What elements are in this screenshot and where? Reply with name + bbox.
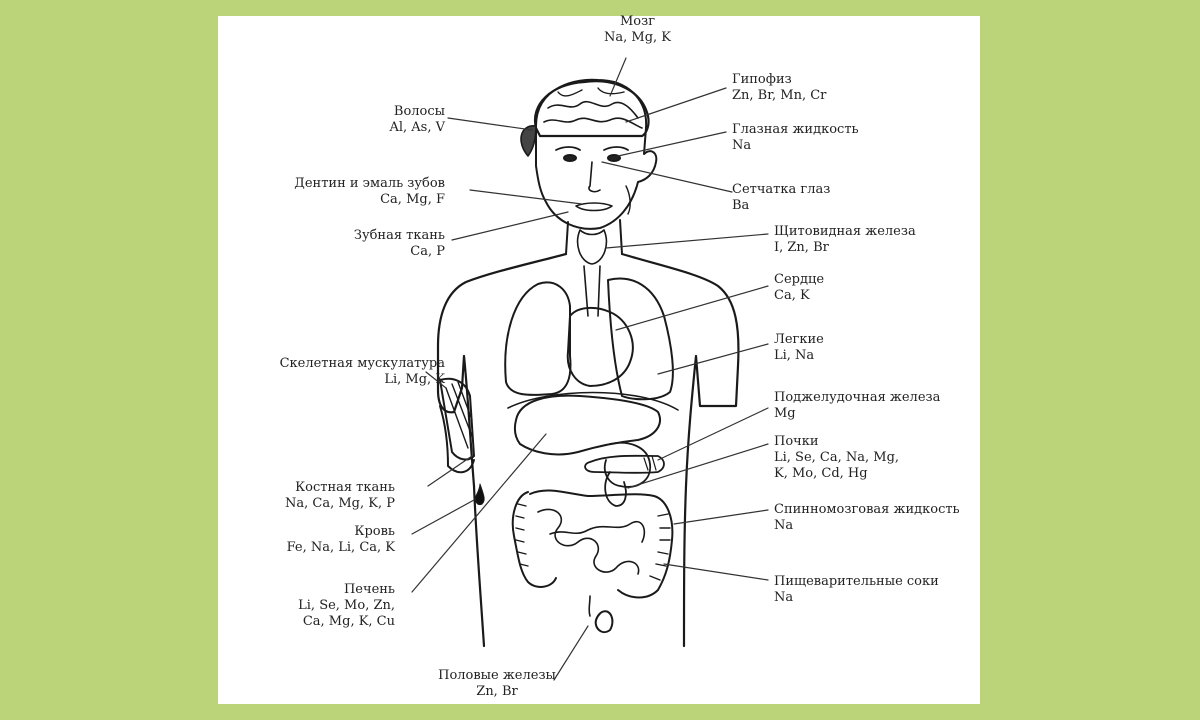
label-retina-name: Сетчатка глаз — [732, 182, 831, 197]
label-pancreas: Поджелудочная железа Mg — [774, 390, 940, 422]
diagram-panel: Мозг Na, Mg, K Гипофиз Zn, Br, Mn, Cr Во… — [218, 14, 980, 704]
label-liver-elements-1: Li, Se, Mo, Zn, — [298, 598, 395, 613]
label-bone-elements: Na, Ca, Mg, K, P — [285, 496, 395, 511]
leader-lines — [411, 57, 769, 681]
label-liver-name: Печень — [343, 582, 395, 597]
large-intestine — [511, 489, 674, 599]
left-lung — [504, 281, 572, 396]
label-eye-fluid-name: Глазная жидкость — [732, 122, 859, 137]
label-kidneys-name: Почки — [774, 434, 819, 449]
label-gonads-elements: Zn, Br — [476, 684, 518, 699]
human-body-illustration — [411, 57, 769, 681]
thyroid-shape — [576, 229, 608, 265]
label-thyroid-elements: I, Zn, Br — [774, 240, 829, 255]
label-kidneys: Почки Li, Se, Ca, Na, Mg, K, Mo, Cd, Hg — [774, 434, 899, 482]
label-gonads-name: Половые железы — [438, 668, 556, 683]
label-spinal-elements: Na — [774, 518, 794, 533]
head-outline — [535, 78, 658, 230]
kidney-shape — [604, 471, 627, 507]
label-lungs-elements: Li, Na — [774, 348, 815, 363]
label-pancreas-name: Поджелудочная железа — [774, 390, 941, 405]
label-eye-fluid: Глазная жидкость Na — [732, 122, 859, 154]
label-dentin-name: Дентин и эмаль зубов — [294, 176, 445, 191]
label-liver: Печень Li, Se, Mo, Zn, Ca, Mg, K, Cu — [298, 582, 395, 630]
label-heart-elements: Ca, K — [774, 288, 810, 303]
label-bone: Костная ткань Na, Ca, Mg, K, P — [285, 480, 395, 512]
pancreas-shape — [584, 454, 665, 474]
label-bone-name: Костная ткань — [295, 480, 395, 495]
right-lung — [607, 277, 674, 401]
label-heart: Сердце Ca, K — [774, 272, 824, 304]
label-gonads: Половые железы Zn, Br — [432, 668, 562, 700]
label-digestive-name: Пищеварительные соки — [774, 574, 939, 589]
label-tooth-elements: Ca, P — [410, 244, 445, 259]
heart-shape — [566, 306, 634, 387]
label-digestive: Пищеварительные соки Na — [774, 574, 939, 606]
label-pituitary: Гипофиз Zn, Br, Mn, Cr — [732, 72, 826, 104]
label-pituitary-name: Гипофиз — [732, 72, 792, 87]
liver-shape — [513, 394, 661, 456]
label-tooth: Зубная ткань Ca, P — [354, 228, 445, 260]
label-lungs-name: Легкие — [774, 332, 824, 347]
label-hair-elements: Al, As, V — [389, 120, 445, 135]
label-retina: Сетчатка глаз Ba — [732, 182, 830, 214]
brain-shape — [533, 80, 650, 138]
muscle-shape — [439, 377, 475, 461]
label-liver-elements-2: Ca, Mg, K, Cu — [302, 614, 395, 629]
blood-drop — [475, 483, 485, 505]
label-pituitary-elements: Zn, Br, Mn, Cr — [732, 88, 827, 103]
label-thyroid-name: Щитовидная железа — [774, 224, 916, 239]
label-tooth-name: Зубная ткань — [353, 228, 445, 243]
label-blood-elements: Fe, Na, Li, Ca, K — [286, 540, 395, 555]
label-heart-name: Сердце — [774, 272, 825, 287]
label-dentin: Дентин и эмаль зубов Ca, Mg, F — [294, 176, 445, 208]
label-thyroid: Щитовидная железа I, Zn, Br — [774, 224, 916, 256]
label-hair: Волосы Al, As, V — [389, 104, 445, 136]
label-blood: Кровь Fe, Na, Li, Ca, K — [287, 524, 395, 556]
label-hair-name: Волосы — [393, 104, 445, 119]
gonad-shape — [594, 610, 614, 634]
label-eye-fluid-elements: Na — [732, 138, 752, 153]
label-brain: Мозг Na, Mg, K — [604, 14, 671, 46]
label-kidneys-elements-1: Li, Se, Ca, Na, Mg, — [774, 450, 900, 465]
label-muscle: Скелетная мускулатура Li, Mg, K — [280, 356, 445, 388]
small-intestine — [537, 508, 646, 575]
label-muscle-elements: Li, Mg, K — [384, 372, 445, 387]
label-digestive-elements: Na — [774, 590, 794, 605]
label-retina-elements: Ba — [732, 198, 750, 213]
label-muscle-name: Скелетная мускулатура — [279, 356, 445, 371]
label-spinal: Спинномозговая жидкость Na — [774, 502, 960, 534]
stomach-shape — [603, 442, 651, 488]
label-pancreas-elements: Mg — [774, 406, 796, 421]
hair-shape — [520, 125, 537, 157]
label-blood-name: Кровь — [354, 524, 395, 539]
label-spinal-name: Спинномозговая жидкость — [774, 502, 960, 517]
label-dentin-elements: Ca, Mg, F — [380, 192, 445, 207]
torso-outline — [436, 252, 740, 648]
label-kidneys-elements-2: K, Mo, Cd, Hg — [774, 466, 868, 481]
label-lungs: Легкие Li, Na — [774, 332, 824, 364]
label-brain-name: Мозг — [619, 14, 656, 29]
label-brain-elements: Na, Mg, K — [604, 30, 671, 45]
